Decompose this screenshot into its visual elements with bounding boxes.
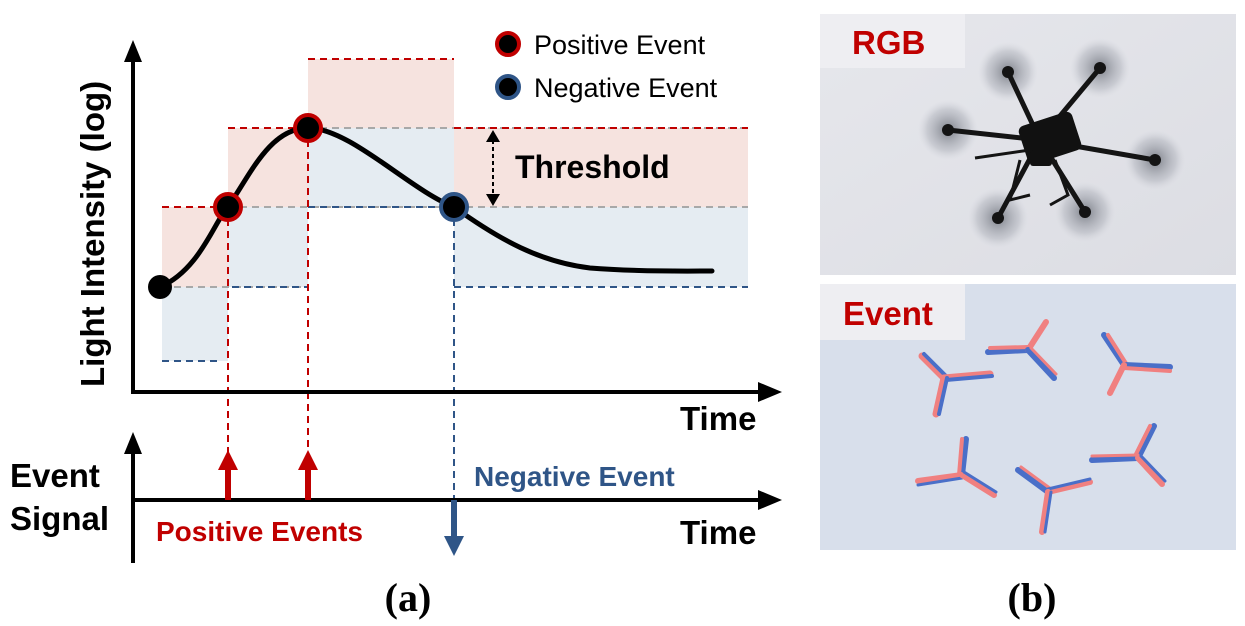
negative-event-point bbox=[439, 192, 469, 222]
pos-region-2 bbox=[228, 128, 308, 207]
pos-region-3 bbox=[308, 59, 454, 128]
negative-event-arrow bbox=[444, 500, 464, 556]
panel-a: Threshold Positive Event Negative Event … bbox=[10, 30, 782, 620]
positive-event-arrow bbox=[298, 450, 318, 500]
threshold-label: Threshold bbox=[515, 149, 670, 185]
event-signal-axes bbox=[124, 432, 782, 563]
x-axis-arrowhead bbox=[758, 382, 782, 402]
legend-positive-marker bbox=[495, 31, 521, 57]
legend-negative-marker bbox=[495, 74, 521, 100]
x-axis-label-top: Time bbox=[680, 400, 756, 437]
signal-x-arrowhead bbox=[758, 490, 782, 510]
negative-event-label: Negative Event bbox=[474, 461, 675, 492]
rgb-label: RGB bbox=[852, 24, 925, 61]
x-axis-label-bottom: Time bbox=[680, 514, 756, 551]
panel-b: RGB bbox=[820, 14, 1236, 620]
y-axis-arrowhead bbox=[124, 40, 142, 62]
rgb-image: RGB bbox=[820, 14, 1236, 275]
legend-positive-label: Positive Event bbox=[534, 30, 706, 60]
signal-y-arrowhead bbox=[124, 432, 142, 454]
rgb-label-box bbox=[820, 14, 965, 68]
legend: Positive Event Negative Event bbox=[495, 30, 718, 103]
panel-b-caption: (b) bbox=[1008, 575, 1057, 620]
neg-region-4 bbox=[454, 207, 748, 287]
positive-event-point bbox=[293, 113, 323, 143]
event-signal-label-line1: Event bbox=[10, 457, 100, 494]
threshold-lines bbox=[162, 58, 748, 500]
panel-a-caption: (a) bbox=[385, 575, 432, 620]
pos-region-4 bbox=[454, 128, 748, 207]
event-label-box bbox=[820, 284, 965, 340]
intensity-axes bbox=[124, 40, 782, 402]
neg-region-1 bbox=[162, 287, 228, 361]
y-axis-label: Light Intensity (log) bbox=[74, 81, 111, 387]
start-point bbox=[148, 275, 172, 299]
neg-region-2 bbox=[228, 207, 308, 287]
threshold-arrow bbox=[486, 130, 500, 206]
drone-rgb bbox=[918, 38, 1185, 248]
event-signal-label-line2: Signal bbox=[10, 500, 109, 537]
event-propeller-marks bbox=[915, 319, 1173, 535]
legend-negative-label: Negative Event bbox=[534, 73, 718, 103]
event-image: Event bbox=[820, 284, 1236, 550]
event-label: Event bbox=[843, 295, 933, 332]
positive-event-arrow bbox=[218, 450, 238, 500]
positive-events-label: Positive Events bbox=[156, 516, 363, 547]
positive-event-point bbox=[213, 192, 243, 222]
